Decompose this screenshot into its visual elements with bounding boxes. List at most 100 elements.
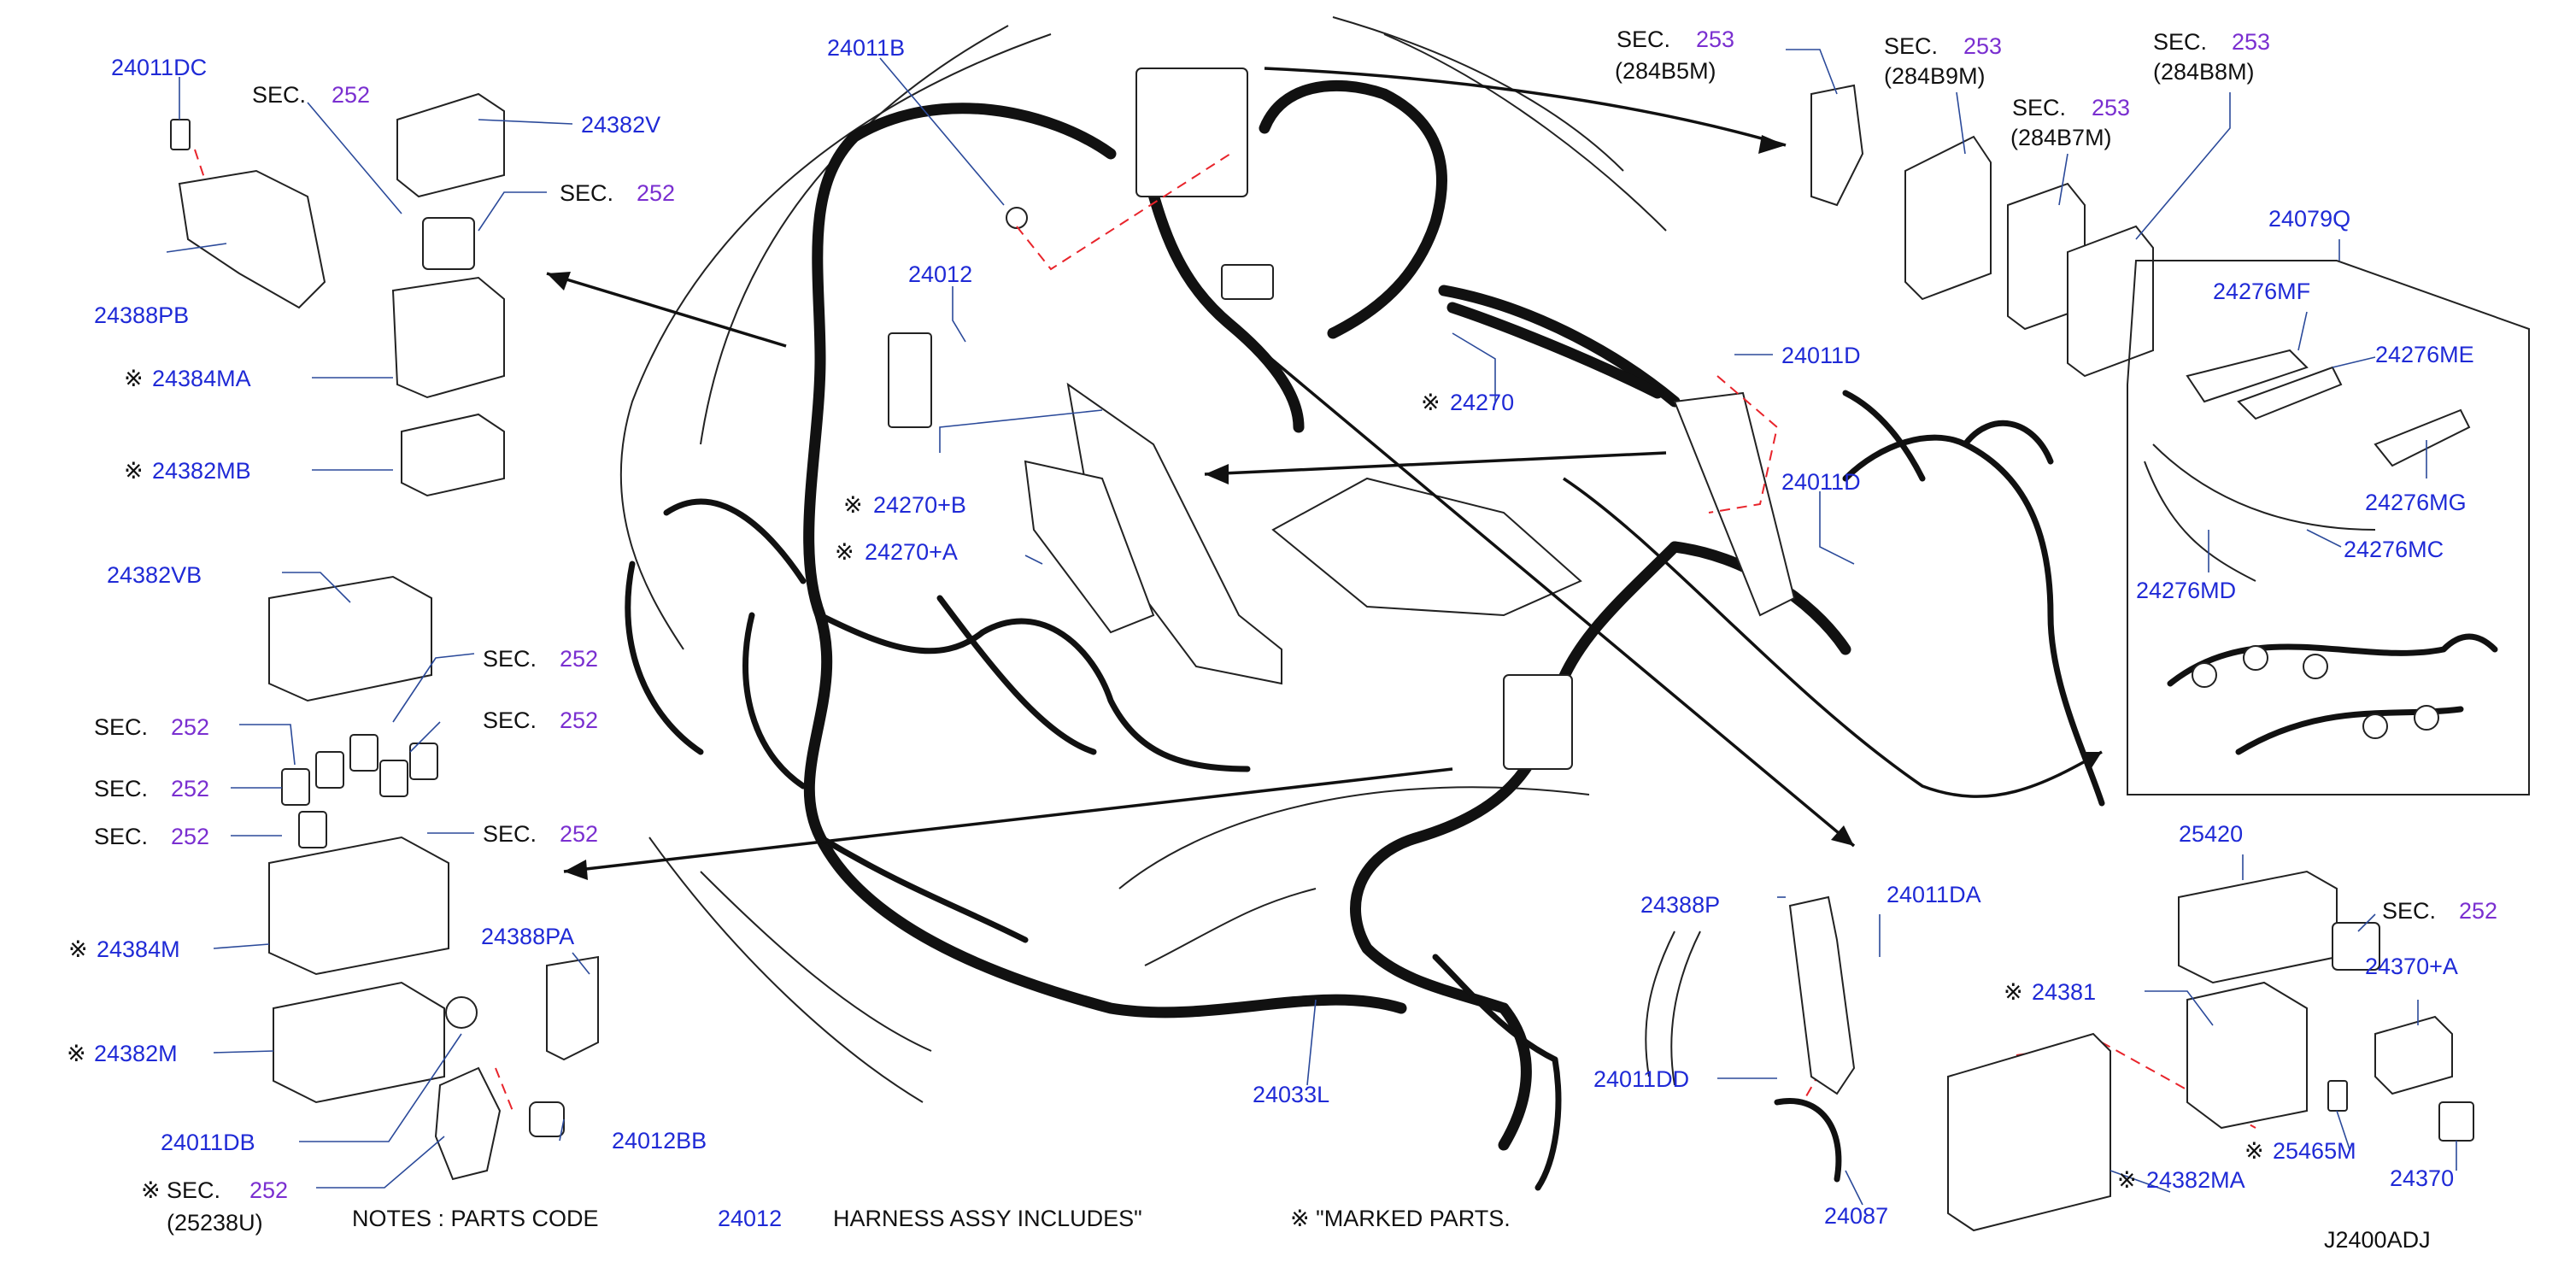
label-sec-word: SEC. — [1884, 33, 1938, 59]
mark-symbol: ※ — [835, 539, 854, 565]
label-sec-253: 253 — [1963, 33, 2002, 59]
fuse-block-24381 — [2186, 981, 2308, 1130]
relay-252-c — [281, 768, 310, 806]
clip-24276md — [2144, 461, 2256, 582]
notes-prefix: NOTES : PARTS CODE — [352, 1206, 599, 1231]
label-24011d: 24011D — [1781, 343, 1861, 368]
label-24011db: 24011DB — [161, 1130, 255, 1155]
bolt-24011dc — [170, 119, 191, 150]
label-24033l: 24033L — [1253, 1082, 1329, 1107]
mark-symbol: ※ — [2004, 979, 2023, 1005]
label-24384m: 24384M — [97, 936, 180, 962]
bottom-right-parts — [1774, 870, 2474, 1232]
label-284b9m: (284B9M) — [1884, 63, 1986, 89]
label-24382mb: 24382MB — [152, 458, 251, 484]
mark-symbol: ※ — [124, 458, 144, 484]
harness-clip-rail — [1271, 477, 1582, 617]
label-284b8m: (284B8M) — [2153, 59, 2255, 85]
label-24012bb: 24012BB — [612, 1128, 707, 1154]
harness-bracket-right — [1673, 391, 1796, 617]
label-sec-word: SEC. — [483, 646, 537, 672]
label-24384ma: 24384MA — [152, 366, 251, 391]
harness-connector-block — [888, 332, 932, 428]
ecm-box — [1135, 68, 1248, 197]
label-24388p: 24388P — [1640, 892, 1720, 918]
label-sec-word: SEC. — [94, 714, 148, 740]
label-sec-word: SEC. — [483, 821, 537, 847]
label-24276md: 24276MD — [2136, 578, 2236, 603]
label-sec-word: SEC. — [2153, 29, 2207, 55]
label-sec-word: SEC. — [94, 776, 148, 801]
label-sec-252: 252 — [560, 821, 598, 847]
relay-bracket — [1221, 264, 1274, 300]
notes-footer: NOTES : PARTS CODE 24012 HARNESS ASSY IN… — [352, 1206, 2431, 1253]
label-24011da: 24011DA — [1887, 882, 1981, 907]
mark-symbol: ※ — [2244, 1138, 2264, 1164]
ecu-modules — [1810, 84, 2154, 378]
label-24270a: 24270+A — [865, 539, 958, 565]
label-sec-252: 252 — [171, 824, 209, 849]
clamp-sec252-25238u — [434, 1066, 502, 1181]
label-24276mc: 24276MC — [2344, 537, 2444, 562]
label-24087: 24087 — [1824, 1203, 1888, 1229]
clip-24012bb — [529, 1101, 565, 1137]
clip-24276me — [2237, 366, 2343, 420]
label-25465m: 25465M — [2273, 1138, 2356, 1164]
fuse-24370a — [2374, 1015, 2453, 1095]
mark-symbol: ※ — [124, 366, 144, 391]
relay-252-f — [379, 760, 408, 797]
leader-lines — [166, 49, 2457, 1206]
clip-24276mf — [2186, 349, 2309, 403]
label-24388pa: 24388PA — [481, 924, 574, 949]
bracket-284b5m — [1810, 84, 1864, 207]
relay-252-d — [315, 751, 344, 789]
label-sec-word: SEC. — [483, 707, 537, 733]
label-24388pb: 24388PB — [94, 302, 189, 328]
label-sec-252: 252 — [249, 1177, 288, 1203]
mark-symbol: ※ — [2117, 1167, 2137, 1193]
label-sec-word: SEC. — [2012, 95, 2066, 120]
label-sec-252: 252 — [332, 82, 370, 108]
label-sec-252: 252 — [637, 180, 675, 206]
fuse-holder — [1503, 674, 1573, 770]
label-24011dc: 24011DC — [111, 55, 207, 80]
mark-symbol: ※ — [67, 1041, 86, 1066]
label-24370: 24370 — [2390, 1165, 2454, 1191]
cover-24382ma — [1947, 1032, 2111, 1232]
label-sec-252: 252 — [171, 776, 209, 801]
main-harness — [625, 79, 2105, 1191]
label-284b7m: (284B7M) — [2010, 125, 2112, 150]
bracket-24388p — [1788, 895, 1856, 1095]
label-sec-word: SEC. — [167, 1177, 220, 1203]
bracket-24388pa — [546, 955, 599, 1061]
label-sec-253: 253 — [2092, 95, 2130, 120]
mark-symbol: ※ — [141, 1177, 161, 1203]
label-sec-252: 252 — [171, 714, 209, 740]
fuse-block-24384m — [268, 836, 449, 976]
left-fuse-box-parts — [268, 575, 599, 1181]
label-sec-word: SEC. — [252, 82, 306, 108]
fuse-24370 — [2438, 1101, 2474, 1142]
label-24382v: 24382V — [581, 112, 660, 138]
relay-sec252-i — [2332, 922, 2380, 971]
bolt-24011db — [445, 996, 478, 1029]
notes-code: 24012 — [718, 1206, 782, 1231]
label-24276mg: 24276MG — [2365, 490, 2467, 515]
label-25238u: (25238U) — [167, 1210, 263, 1236]
coil-harness-group — [2127, 260, 2530, 795]
label-24270b: 24270+B — [873, 492, 966, 518]
label-24011d: 24011D — [1781, 469, 1861, 495]
central-components — [888, 68, 1796, 770]
left-top-parts — [170, 92, 505, 497]
label-24079q: 24079Q — [2268, 206, 2350, 232]
label-24276me: 24276ME — [2375, 342, 2474, 367]
cover-24382v — [396, 92, 505, 198]
group-24079q-frame — [2127, 260, 2530, 795]
cover-24382vb — [268, 575, 432, 702]
block-24384ma — [391, 276, 505, 399]
label-24381: 24381 — [2032, 979, 2096, 1005]
fuse-25465m — [2327, 1080, 2348, 1112]
notes-mark: ※ "MARKED PARTS. — [1290, 1206, 1511, 1231]
notes-middle: HARNESS ASSY INCLUDES" — [833, 1206, 1142, 1231]
